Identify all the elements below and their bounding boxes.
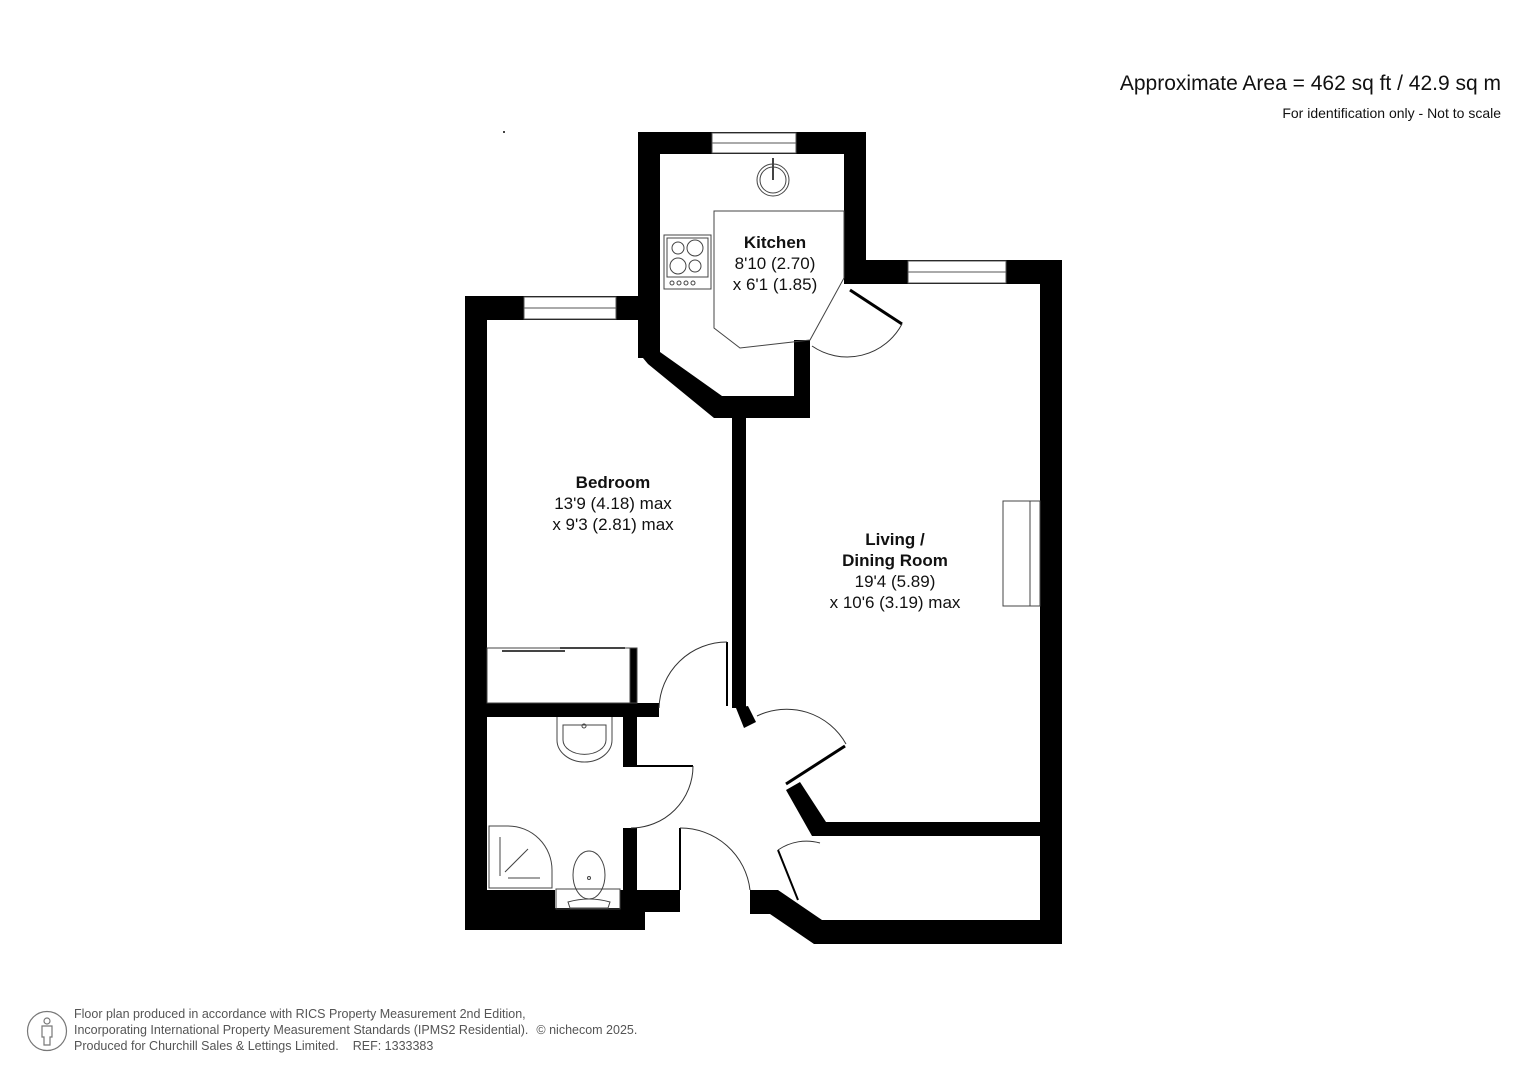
- wardrobe: [486, 647, 638, 704]
- footer-line-2: Incorporating International Property Mea…: [74, 1022, 637, 1038]
- footer-line-3: Produced for Churchill Sales & Lettings …: [74, 1038, 637, 1054]
- room-living-dining: Living / Dining Room 19'4 (5.89) x 10'6 …: [830, 529, 961, 613]
- stray-dot: [503, 131, 505, 133]
- copyright: © nichecom 2025.: [536, 1023, 638, 1037]
- room-name-1: Living /: [865, 530, 925, 549]
- footer-line-2-text: Incorporating International Property Mea…: [74, 1023, 529, 1037]
- footer: Floor plan produced in accordance with R…: [74, 1006, 637, 1054]
- wc-icon: [555, 850, 621, 910]
- windows: [523, 132, 1007, 320]
- reference: REF: 1333383: [352, 1039, 434, 1053]
- approximate-area: Approximate Area = 462 sq ft / 42.9 sq m: [1119, 72, 1501, 95]
- room-name: Kitchen: [743, 233, 807, 252]
- hob-icon: [663, 234, 712, 290]
- bedroom-door: [658, 641, 728, 709]
- room-name: Bedroom: [575, 473, 651, 492]
- room-dim-1: 8'10 (2.70): [734, 254, 816, 273]
- entrance-door: [679, 827, 751, 891]
- room-dim-1: 19'4 (5.89): [854, 572, 936, 591]
- room-bedroom: Bedroom 13'9 (4.18) max x 9'3 (2.81) max: [552, 472, 673, 535]
- scale-disclaimer: For identification only - Not to scale: [1282, 105, 1501, 121]
- person-outline-icon: [26, 1010, 68, 1052]
- fireplace: [1002, 500, 1041, 607]
- kitchen-door: [811, 288, 903, 358]
- basin-icon: [556, 717, 613, 763]
- bathroom-door: [630, 765, 694, 829]
- footer-line-1: Floor plan produced in accordance with R…: [74, 1007, 526, 1021]
- cupboard-door: [777, 840, 821, 901]
- living-door: [756, 708, 847, 786]
- room-name-2: Dining Room: [842, 551, 948, 570]
- room-dim-2: x 9'3 (2.81) max: [552, 515, 674, 534]
- footer-line-3-text: Produced for Churchill Sales & Lettings …: [74, 1039, 339, 1053]
- room-kitchen: Kitchen 8'10 (2.70) x 6'1 (1.85): [733, 232, 818, 295]
- kitchen-counter: [713, 210, 845, 349]
- room-dim-2: x 6'1 (1.85): [732, 275, 818, 294]
- room-dim-1: 13'9 (4.18) max: [554, 494, 672, 513]
- sink-icon: [756, 158, 790, 197]
- shower-icon: [488, 825, 553, 889]
- room-dim-2: x 10'6 (3.19) max: [829, 593, 961, 612]
